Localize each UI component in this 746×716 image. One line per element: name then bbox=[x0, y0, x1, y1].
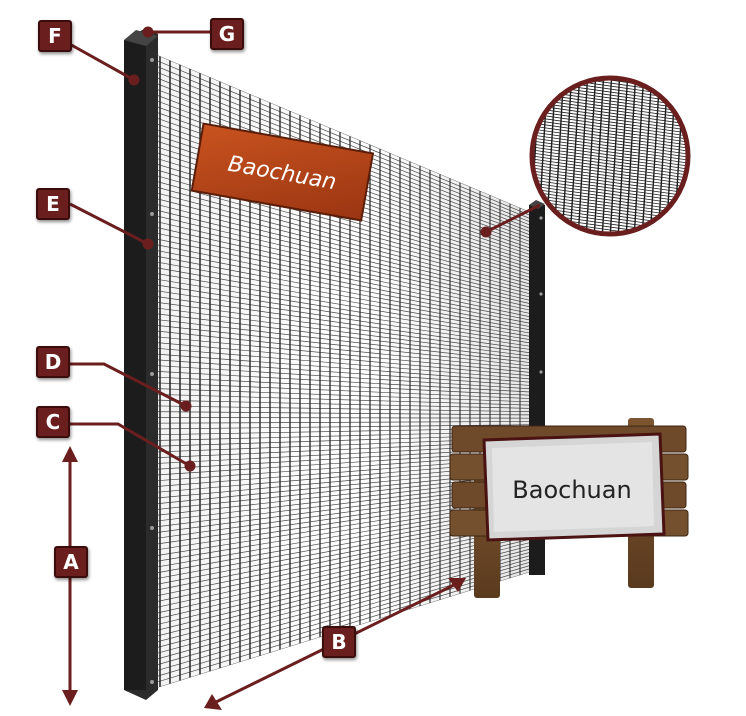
mesh-panel bbox=[150, 52, 530, 690]
leader-e bbox=[69, 202, 149, 246]
leader-zoom bbox=[485, 203, 541, 234]
board-sign-text: Baochuan bbox=[512, 476, 631, 504]
mesh-zoom-inset bbox=[529, 75, 691, 237]
leader-c bbox=[68, 422, 191, 468]
label-b: B bbox=[322, 626, 356, 658]
leader-d bbox=[68, 362, 187, 408]
leader-f bbox=[65, 40, 135, 82]
label-f: F bbox=[38, 20, 72, 52]
leader-lines bbox=[65, 26, 541, 472]
left-post bbox=[124, 28, 158, 700]
label-e: E bbox=[36, 188, 70, 220]
mesh-sign: Baochuan bbox=[190, 122, 375, 222]
label-c: C bbox=[36, 406, 70, 438]
label-g: G bbox=[210, 18, 244, 50]
label-d: D bbox=[36, 346, 70, 378]
label-a: A bbox=[54, 546, 88, 578]
wooden-signboard: Baochuan bbox=[449, 418, 689, 598]
